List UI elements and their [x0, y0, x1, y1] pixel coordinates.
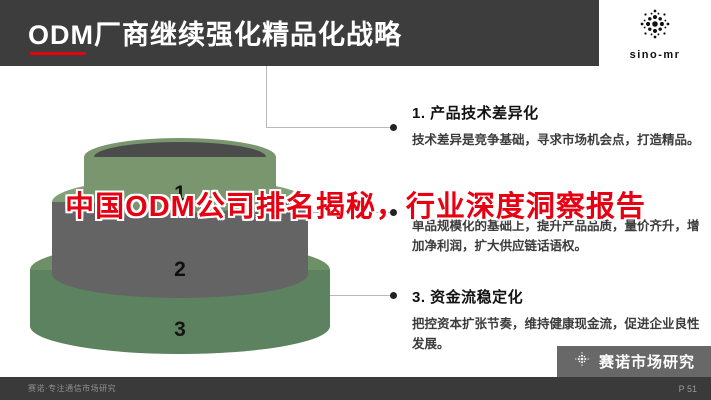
sino-mr-starburst-icon [636, 5, 674, 48]
logo-wordmark: sino-mr [629, 49, 681, 61]
point-3-body: 把控资本扩张节奏，维持健康现金流，促进企业良性发展。 [412, 317, 700, 351]
connector-line-2 [310, 212, 392, 213]
footer-tagline: 赛诺·专注通信市场研究 [28, 384, 117, 393]
slide-header: ODM厂商继续强化精品化战略 sino-mr [0, 0, 711, 66]
tier-1-number: 1 [174, 182, 186, 205]
connector-line-3 [322, 295, 392, 296]
point-item-1: 1. 产品技术差异化 技术差异是竞争基础，寻求市场机会点，打造精品。 [412, 102, 704, 150]
slide-footer: 赛诺·专注通信市场研究 P 51 [0, 377, 711, 400]
connector-dot-3 [390, 292, 397, 299]
watermark-badge: 赛诺市场研究 [556, 346, 711, 377]
pyramid-tier-1: 1 [84, 138, 276, 238]
point-2-body: 单品规模化的基础上，提升产品品质，量价齐升，增加净利润，扩大供应链话语权。 [412, 219, 700, 253]
watermark-starburst-icon [573, 350, 591, 373]
connector-dot-2 [390, 209, 397, 216]
point-1-body: 技术差异是竞争基础，寻求市场机会点，打造精品。 [412, 133, 700, 147]
watermark-text: 赛诺市场研究 [598, 354, 695, 371]
point-1-title: 1. 产品技术差异化 [412, 105, 539, 122]
tier-3-number: 3 [174, 318, 186, 341]
point-item-3: 3. 资金流稳定化 把控资本扩张节奏，维持健康现金流，促进企业良性发展。 [412, 286, 704, 354]
point-3-title: 3. 资金流稳定化 [412, 289, 524, 306]
slide-title: ODM厂商继续强化精品化战略 [28, 20, 402, 50]
overlay-headline: 中国ODM公司排名揭秘，行业深度洞察报告 [65, 191, 646, 223]
point-2-title: 2. [412, 192, 426, 209]
tiered-pyramid-diagram: 3 2 1 [30, 138, 330, 368]
logo-panel: sino-mr [599, 0, 711, 66]
tier-2-number: 2 [174, 258, 186, 281]
connector-line-vertical [266, 66, 267, 127]
connector-dot-1 [390, 124, 397, 131]
tier-1-side [84, 157, 276, 213]
tier-2-side [52, 202, 308, 298]
page-number: P 51 [678, 383, 697, 394]
point-item-2: 2. 单品规模化的基础上，提升产品品质，量价齐升，增加净利润，扩大供应链话语权。 [412, 192, 704, 256]
title-accent-underline [30, 52, 86, 55]
connector-line-1 [266, 127, 392, 128]
